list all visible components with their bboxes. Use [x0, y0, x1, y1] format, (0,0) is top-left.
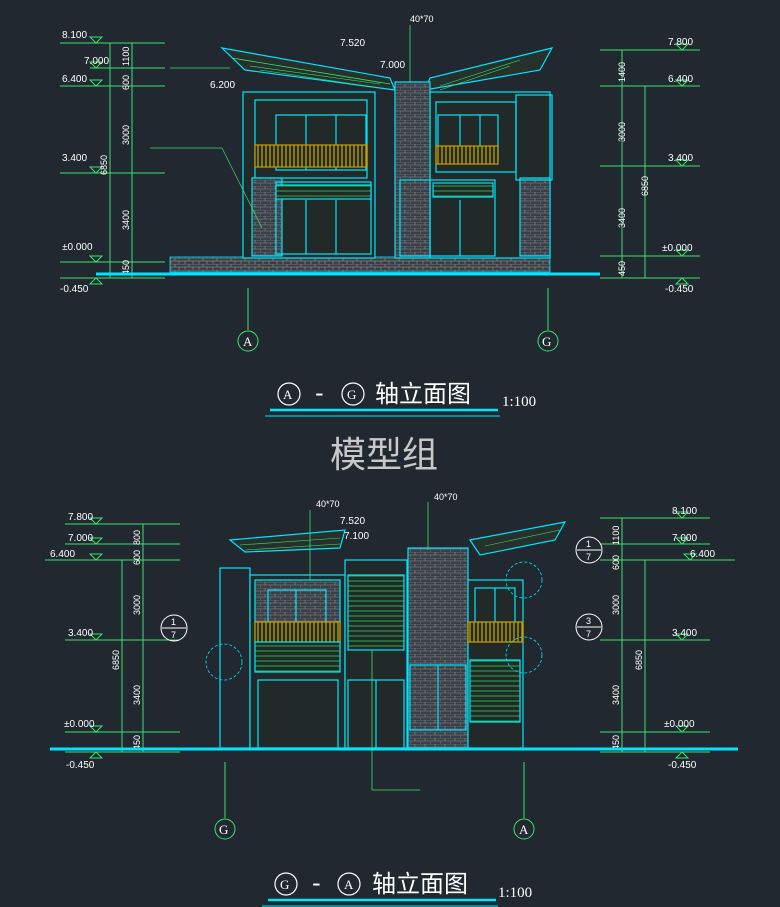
level-6400-2: 6.400: [50, 549, 75, 560]
callout-right-top-den: 7: [586, 552, 591, 562]
axis-marker-g-2: G: [219, 822, 228, 837]
drawing-title-1: 轴立面图: [375, 380, 471, 408]
dim-6850-2-right: 6850: [634, 650, 644, 670]
level-3400: 3.400: [62, 153, 87, 164]
dim-3400-2-right: 3400: [611, 685, 621, 705]
building-facade-1: [220, 47, 554, 259]
dim-3000-right: 3000: [617, 122, 627, 142]
title-dash-2: -: [312, 869, 321, 897]
drawing-title-2: 轴立面图: [372, 870, 468, 898]
dim-6850: 6850: [99, 155, 109, 175]
group-label: 模型组: [330, 435, 438, 476]
dim-1400-right: 1400: [617, 62, 627, 82]
level-6400-2-right: 6.400: [690, 549, 715, 560]
level-7000-2-right: 7.000: [672, 533, 697, 544]
dim-450: 450: [121, 260, 131, 275]
title-axis-to-1: G: [347, 387, 356, 402]
level-7800: 7.800: [668, 37, 693, 48]
inner-level-6200: 6.200: [210, 80, 235, 91]
dim-3000: 3000: [121, 125, 131, 145]
title-axis-from-1: A: [283, 387, 293, 402]
dim-450-right: 450: [617, 261, 627, 276]
callout-right-bottom: 3 7: [505, 613, 603, 674]
callout-right-bottom-num: 3: [586, 616, 591, 626]
level-6400: 6.400: [62, 74, 87, 85]
level-3400-right: 3.400: [668, 153, 693, 164]
dim-600: 600: [121, 75, 131, 90]
dim-6850-right: 6850: [640, 176, 650, 196]
axis-marker-g-1: G: [542, 334, 551, 349]
dim-3400-2: 3400: [132, 685, 142, 705]
dim-6850-2: 6850: [111, 650, 121, 670]
level-7000-2: 7.000: [68, 533, 93, 544]
right-dimension-column-1: [600, 43, 700, 285]
level-neg-0450-right: -0.450: [665, 284, 694, 295]
building-facade-2: [219, 521, 567, 749]
left-dimension-column-1: [60, 36, 165, 285]
dim-800-2: 800: [132, 530, 142, 545]
dim-3400-right: 3400: [617, 208, 627, 228]
title-axis-from-2: G: [280, 877, 289, 892]
inner-level-7520: 7.520: [340, 38, 365, 49]
dim-450-2: 450: [132, 735, 142, 750]
level-6400-right: 6.400: [668, 74, 693, 85]
level-3400-2-right: 3.400: [672, 628, 697, 639]
dim-3400: 3400: [121, 210, 131, 230]
inner-level-7000: 7.000: [380, 60, 405, 71]
drawing-scale-2: 1:100: [498, 885, 532, 901]
dim-1100: 1100: [121, 47, 131, 66]
note-top-2b: 40*70: [434, 492, 458, 502]
plinth-stone-1: [169, 256, 551, 273]
dim-3000-2-right: 3000: [611, 595, 621, 615]
level-0000-2-right: ±0.000: [664, 719, 695, 730]
callout-right-top-num: 1: [586, 539, 591, 549]
level-0000-2: ±0.000: [64, 719, 95, 730]
right-dimension-column-2: [600, 511, 735, 759]
level-0000: ±0.000: [62, 242, 93, 253]
level-neg-0450: -0.450: [60, 284, 89, 295]
level-neg-0450-2-right: -0.450: [668, 760, 697, 771]
level-neg-0450-2: -0.450: [66, 760, 95, 771]
level-7000: 7.000: [84, 56, 109, 67]
level-8100-2: 8.100: [672, 506, 697, 517]
axis-marker-a-2: A: [519, 822, 529, 837]
title-dash-1: -: [315, 379, 324, 407]
callout-left-den: 7: [171, 630, 176, 640]
callout-left: 1 7: [160, 614, 243, 681]
note-top-2a: 40*70: [316, 499, 340, 509]
dim-3000-2: 3000: [132, 595, 142, 615]
axis-marker-a-1: A: [243, 334, 253, 349]
inner-level-7100-2: 7.100: [344, 531, 369, 542]
left-dimension-column-2: [45, 517, 180, 759]
level-3400-2: 3.400: [68, 628, 93, 639]
callout-right-bottom-den: 7: [586, 629, 591, 639]
dim-450-2-right: 450: [611, 735, 621, 750]
level-8100: 8.100: [62, 30, 87, 41]
level-7800-2: 7.800: [68, 512, 93, 523]
dim-1100-2-right: 1100: [611, 526, 621, 545]
dim-600-2-right: 600: [611, 555, 621, 570]
callout-left-num: 1: [171, 617, 176, 627]
dim-600-2: 600: [132, 550, 142, 565]
inner-level-7520-2: 7.520: [340, 516, 365, 527]
note-top-1: 40*70: [410, 14, 434, 24]
drawing-scale-1: 1:100: [502, 394, 536, 410]
level-0000-right: ±0.000: [662, 243, 693, 254]
elevation-2: 7.800 7.000 6.400 3.400 ±0.000 -0.450 80…: [45, 492, 738, 907]
title-axis-to-2: A: [344, 877, 354, 892]
elevation-1: 8.100 7.000 6.400 3.400 ±0.000 -0.450 11…: [60, 14, 700, 417]
callout-right-top: 1 7: [505, 536, 603, 599]
